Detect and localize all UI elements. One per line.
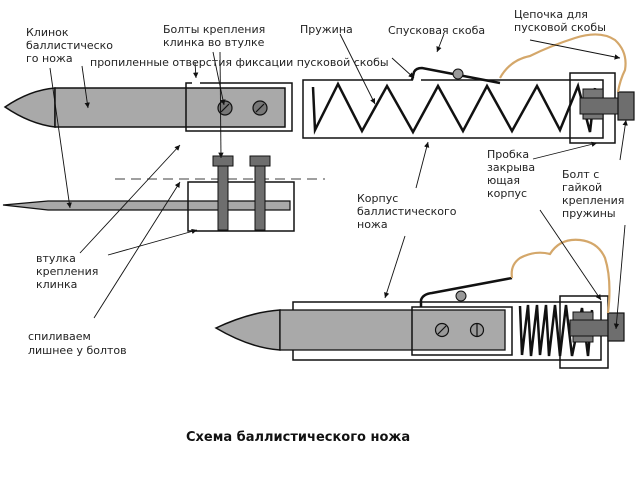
top-blade-assembly (3, 81, 293, 132)
svg-text:пусковой скобы: пусковой скобы (514, 21, 606, 34)
screw-bottom-1 (434, 322, 450, 338)
svg-text:корпус: корпус (487, 187, 527, 200)
top-body-assembly (302, 33, 635, 144)
blade-body (54, 87, 286, 128)
spring-bolt-shaft (579, 97, 619, 115)
screw-2 (252, 100, 268, 116)
trigger-lever-bottom (419, 276, 513, 307)
label-spring-bolt: Болт с гайкой крепления пружины (562, 168, 624, 220)
body-housing (302, 79, 604, 139)
svg-text:Клинок: Клинок (26, 26, 69, 39)
label-sleeve: втулка крепления клинка (36, 252, 98, 291)
bolt-2-head (249, 155, 271, 167)
trigger-pivot-bottom (455, 290, 467, 302)
sleeve (185, 82, 293, 132)
sleeve-side (187, 181, 295, 232)
svg-text:Пробка: Пробка (487, 148, 529, 161)
svg-text:Болт с: Болт с (562, 168, 599, 181)
svg-text:крепления: крепления (562, 194, 624, 207)
label-blade-bolts: Болты крепления клинка во втулке (163, 23, 265, 49)
svg-text:ющая: ющая (487, 174, 520, 187)
diagram-title: Схема баллистического ножа (186, 430, 410, 445)
svg-text:крепления: крепления (36, 265, 98, 278)
svg-text:втулка: втулка (36, 252, 76, 265)
label-trigger: Спусковая скоба (388, 24, 485, 37)
sleeve-bottom (411, 306, 513, 356)
slot-gap-top (413, 78, 421, 82)
svg-text:закрыва: закрыва (487, 161, 535, 174)
screw-bottom-2 (469, 322, 485, 338)
svg-text:Цепочка для: Цепочка для (514, 8, 588, 21)
bolt-1-shaft (217, 165, 229, 231)
svg-text:клинка во втулке: клинка во втулке (163, 36, 265, 49)
svg-text:спиливаем: спиливаем (28, 330, 91, 343)
chain (499, 33, 627, 93)
label-spring: Пружина (300, 23, 353, 36)
slot-gap (192, 81, 200, 85)
svg-text:го ножа: го ножа (26, 52, 73, 65)
trigger-pivot (452, 68, 464, 80)
blade-thin (2, 200, 291, 211)
spring-bolt-head (617, 91, 635, 121)
label-body: Корпус баллистического ножа (357, 192, 457, 231)
middle-assembly (2, 155, 325, 232)
svg-text:гайкой: гайкой (562, 181, 602, 194)
label-plug: Пробка закрыва ющая корпус (487, 148, 535, 200)
blade-tip (3, 87, 56, 128)
label-blade: Клинок баллистическо го ножа (26, 26, 113, 65)
label-slots: пропиленные отверстия фиксации пусковой … (90, 56, 389, 69)
svg-text:ножа: ножа (357, 218, 388, 231)
svg-text:лишнее у болтов: лишнее у болтов (28, 344, 127, 357)
bolt-1-head (212, 155, 234, 167)
label-chain: Цепочка для пусковой скобы (514, 8, 606, 34)
label-trim: спиливаем лишнее у болтов (28, 330, 127, 357)
svg-text:баллистического: баллистического (357, 205, 457, 218)
svg-text:Корпус: Корпус (357, 192, 398, 205)
spring-bolt-shaft-bottom (569, 319, 611, 337)
leader-lines (49, 33, 628, 330)
svg-text:клинка: клинка (36, 278, 77, 291)
svg-text:Болты крепления: Болты крепления (163, 23, 265, 36)
blade-body-bottom (279, 309, 506, 351)
bottom-assembly (214, 238, 625, 369)
trigger-lever (410, 66, 501, 85)
blade-tip-bottom (214, 309, 281, 351)
svg-text:баллистическо: баллистическо (26, 39, 113, 52)
bolt-2-shaft (254, 165, 266, 231)
spring (311, 81, 597, 135)
svg-text:пружины: пружины (562, 207, 616, 220)
